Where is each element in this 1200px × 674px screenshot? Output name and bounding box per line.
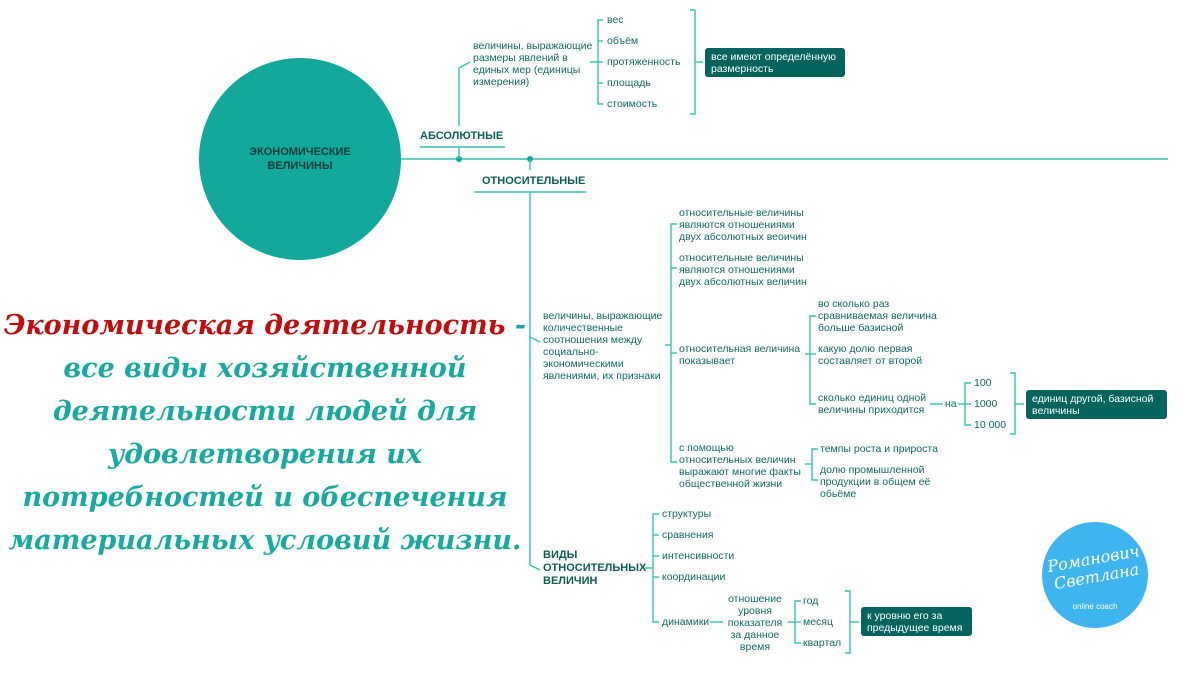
periods-note: к уровню его за предыдущее время — [861, 607, 972, 636]
definition-term: Экономическая деятельность — [3, 310, 506, 341]
absolute-title: АБСОЛЮТНЫЕ — [420, 130, 504, 142]
type-coordination: координации — [662, 571, 726, 583]
type-structure: структуры — [662, 508, 712, 520]
number-1000: 1000 — [974, 398, 998, 410]
center-title: ЭКОНОМИЧЕСКИЕ ВЕЛИЧИНЫ — [249, 146, 351, 172]
item-cost: стоимость — [607, 98, 658, 110]
type-dynamics: динамики — [662, 616, 710, 628]
definition-line-6: материальных условий жизни. — [8, 525, 522, 556]
type-comparison: сравнения — [662, 529, 714, 541]
item-length: протяженность — [607, 56, 681, 68]
item-volume: объём — [607, 35, 639, 47]
period-month: месяц — [803, 616, 834, 628]
item-weight: вес — [607, 14, 624, 26]
relative-title: ОТНОСИТЕЛЬНЫЕ — [482, 175, 586, 187]
absolute-note: все имеют определённую размерность — [705, 48, 845, 77]
definition-line-5: потребностей и обеспечения — [22, 482, 508, 513]
number-100: 100 — [974, 377, 992, 389]
definition-line-1: Экономическая деятельность - — [3, 310, 527, 341]
definition-line-3: деятельности людей для — [52, 396, 478, 427]
center-node: ЭКОНОМИЧЕСКИЕ ВЕЛИЧИНЫ — [199, 58, 401, 260]
number-10000: 10 000 — [974, 419, 1007, 431]
express-1: темпы роста и прироста — [820, 443, 938, 455]
na-label: на — [945, 398, 957, 410]
period-year: год — [803, 595, 819, 607]
definition-line-4: удовлетворения их — [108, 439, 422, 470]
period-quarter: квартал — [803, 637, 842, 649]
definition-line-2: все виды хозяйственной — [63, 353, 467, 384]
type-intensity: интенсивности — [662, 550, 735, 562]
numbers-note: единиц другой, базисной величины — [1026, 390, 1167, 419]
item-area: площадь — [607, 77, 651, 89]
